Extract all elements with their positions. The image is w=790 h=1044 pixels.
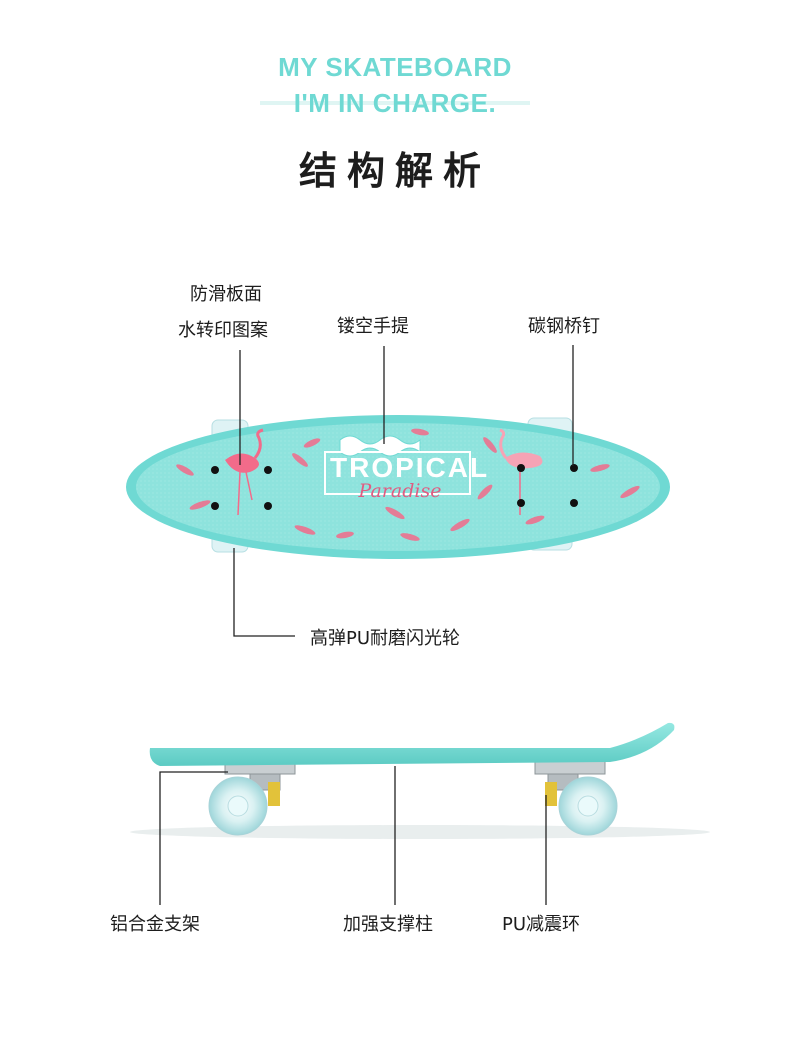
flamingo-left	[225, 428, 264, 516]
deck-side	[149, 722, 675, 766]
deck-print-word2: Paradise	[358, 480, 442, 502]
headline-line-2: I'M IN CHARGE.	[293, 88, 497, 118]
deck-print-word1: TROPICAL	[330, 452, 490, 483]
label-truck: 铝合金支架	[110, 914, 200, 935]
print-frame	[324, 451, 471, 495]
side-callout-lines	[159, 766, 547, 905]
section-title: 结构解析	[298, 149, 491, 193]
feather-pattern	[176, 428, 640, 541]
headline-line-1: MY SKATEBOARD	[278, 52, 512, 82]
label-bushing: PU减震环	[502, 914, 581, 935]
top-callout-lines	[233, 345, 574, 637]
label-deck-pattern-line2: 水转印图案	[178, 320, 268, 341]
headline-underline	[260, 101, 530, 105]
label-deck-pattern-line1: 防滑板面	[190, 284, 262, 305]
rivets	[211, 464, 578, 510]
label-handle: 镂空手提	[337, 316, 409, 337]
label-wheels: 高弹PU耐磨闪光轮	[310, 628, 461, 649]
label-support: 加强支撑柱	[343, 914, 433, 935]
label-rivets: 碳钢桥钉	[528, 316, 600, 337]
flamingo-right	[499, 428, 543, 515]
ground-shadow	[130, 825, 710, 839]
